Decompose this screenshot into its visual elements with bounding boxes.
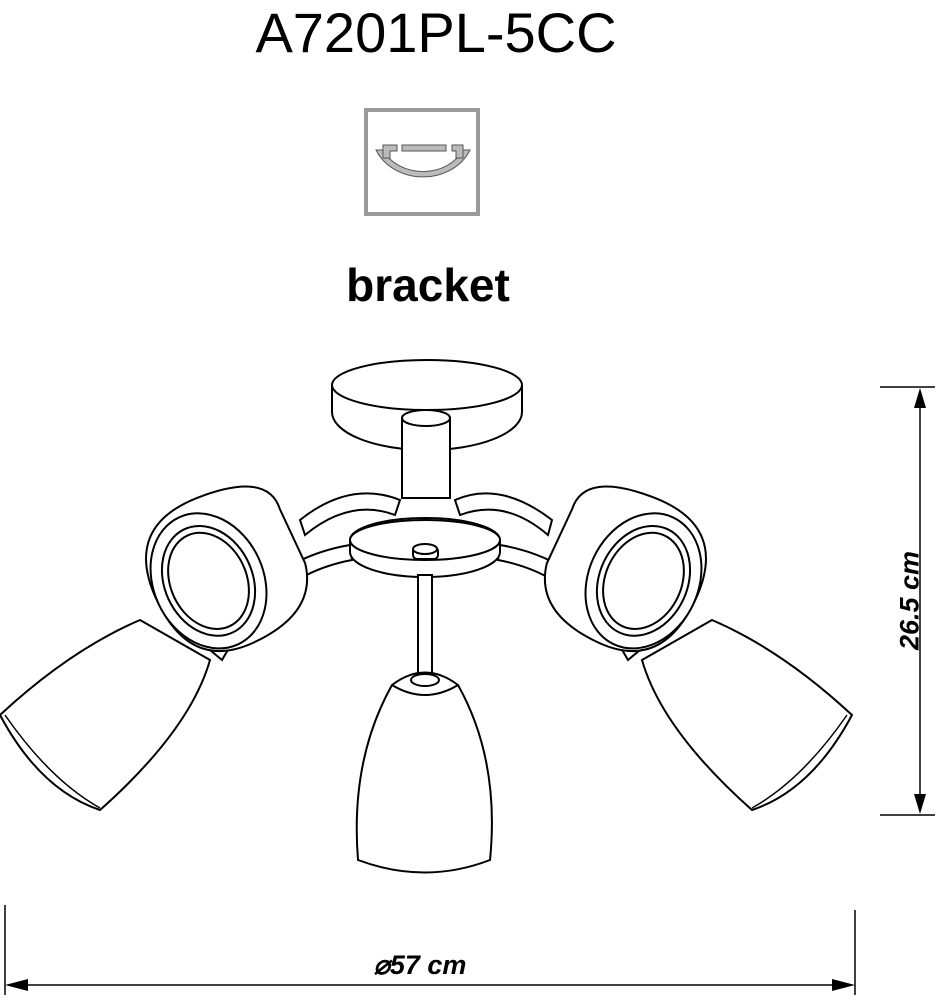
diameter-dimension-label: ⌀57 cm — [373, 950, 467, 980]
right-lower-shade — [640, 618, 854, 812]
right-upper-shade — [543, 485, 707, 652]
canopy — [331, 359, 523, 451]
bracket-icon — [364, 108, 480, 216]
arm-left-upper — [298, 492, 402, 537]
height-dimension-label: 26.5 cm — [894, 550, 925, 651]
product-model-title: A7201PL-5CC — [255, 1, 617, 64]
chandelier — [0, 359, 854, 874]
left-upper-shade — [145, 485, 309, 652]
width-dimension-line — [4, 905, 856, 995]
down-rod — [417, 574, 433, 676]
stem — [401, 417, 451, 499]
left-lower-shade — [0, 618, 212, 812]
mount-type-label: bracket — [346, 259, 510, 311]
height-dimension-line — [880, 386, 935, 816]
center-shade — [355, 671, 493, 874]
arm-right-upper — [453, 492, 554, 537]
